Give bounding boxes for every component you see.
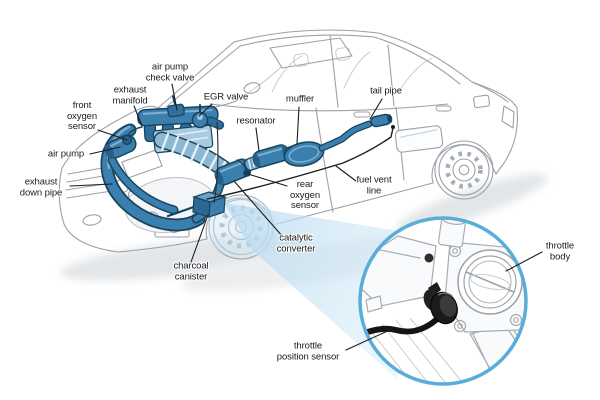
headlight [121,149,163,179]
leader-charcoal-canister [190,214,209,263]
leader-fuel-vent-line [335,165,357,182]
leader-exhaust-down-pipe [69,183,113,187]
leader-throttle-body [505,251,543,272]
label-rear-oxygen-sensor: rear oxygen sensor [289,179,321,212]
front-door-handle [353,111,371,118]
label-charcoal-canister: charcoal canister [173,260,209,282]
sensor-cable [360,317,439,337]
air-pump-check-valve-part [166,95,185,118]
leader-air-pump-check-valve [171,83,178,111]
label-throttle-position-sensor: throttle position sensor [276,340,340,362]
fuel-tank [394,125,444,153]
emission-system-parts [100,95,393,232]
front-oxygen-sensor-part [121,126,143,146]
leader-air-pump [89,146,121,155]
leader-egr-valve [198,103,213,117]
label-tail-pipe: tail pipe [370,85,402,97]
interior-lines [244,47,433,96]
fuel-door [473,94,491,109]
egr-valve-part [191,104,225,130]
throttle-position-sensor-part [360,253,458,337]
leader-exhaust-manifold [133,105,143,127]
leader-throttle-position-sensor [345,328,393,351]
label-air-pump-check-valve: air pump check valve [145,61,195,83]
label-egr-valve: EGR valve [203,91,249,103]
label-front-oxygen-sensor: front oxygen sensor [66,100,98,133]
leader-resonator [255,127,260,152]
throttle-body-inset [358,216,528,386]
label-fuel-vent-line: fuel vent line [356,174,392,196]
leader-rear-oxygen-sensor [247,173,288,187]
charcoal-canister-part [166,191,227,218]
tail-pipe-part [318,113,393,152]
label-exhaust-down-pipe: exhaust down pipe [19,176,63,198]
label-exhaust-manifold: exhaust manifold [112,84,148,106]
rear-door-handle [435,105,452,112]
fog-light [82,214,102,226]
side-mirror [243,82,261,94]
tail-light [501,105,515,129]
label-muffler: muffler [285,93,315,105]
rear-wheel [434,140,494,200]
muffler-part [283,141,325,167]
throttle-body-drawing [360,218,526,384]
leader-front-oxygen-sensor [97,129,128,141]
label-resonator: resonator [236,115,276,127]
car-body-outline [58,29,518,253]
inset-ring [358,216,528,386]
label-catalytic-converter: catalytic converter [276,232,316,254]
label-air-pump: air pump [47,148,85,160]
leader-muffler [296,106,300,145]
leader-tail-pipe [369,98,383,120]
label-throttle-body: throttle body [545,240,575,262]
sunroof [269,37,353,69]
leader-lines [69,83,543,351]
leader-catalytic-converter [233,180,284,238]
